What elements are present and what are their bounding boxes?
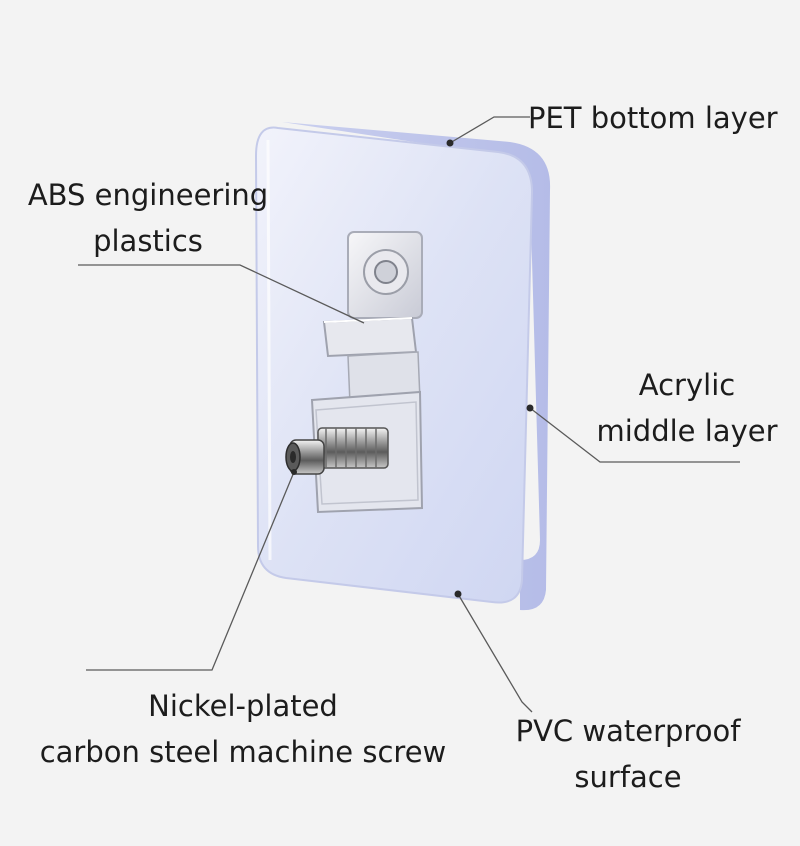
dot-pvc [454,590,462,598]
dot-pet [446,139,454,147]
dot-acrylic [526,404,534,412]
label-acrylic-line1: Acrylic [638,368,736,402]
leader-screw [86,471,295,671]
label-abs-line1: ABS engineering [27,178,269,212]
leader-pet [449,116,530,144]
label-pvc-line2: surface [574,760,682,794]
label-pet-bottom-layer: PET bottom layer [528,95,778,141]
label-pvc-line1: PVC waterproof [515,714,741,748]
label-screw-line1: Nickel-plated [148,689,338,723]
leader-acrylic [529,407,740,463]
label-machine-screw: Nickel-plated carbon steel machine screw [28,683,458,775]
label-pet-text: PET bottom layer [528,101,778,135]
machine-screw [285,427,389,475]
leader-pvc [457,593,533,713]
dot-screw [291,469,297,475]
leader-abs [78,264,365,324]
label-abs-line2: plastics [93,224,203,258]
leader-lines [78,116,740,713]
anchor-dots [291,139,534,598]
label-screw-line2: carbon steel machine screw [39,735,447,769]
label-acrylic-middle-layer: Acrylic middle layer [580,362,794,454]
label-pvc-waterproof-surface: PVC waterproof surface [498,708,758,800]
label-abs-engineering-plastics: ABS engineering plastics [18,172,278,264]
label-acrylic-line2: middle layer [596,414,778,448]
